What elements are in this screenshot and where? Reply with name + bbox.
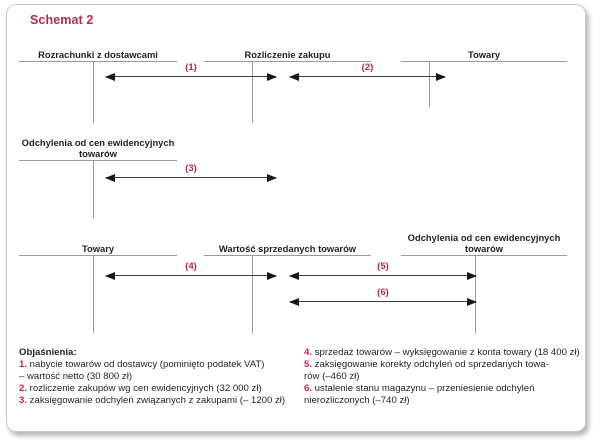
flow-arrow-6: (6) [289, 287, 477, 306]
t-account-odchylenia-2: Odchylenia od cen ewidencyjnych towarów [401, 232, 567, 333]
arrow-head-left-icon [289, 297, 299, 306]
t-account-top-rule [19, 255, 177, 256]
t-account-stem [252, 61, 253, 123]
legend-item-text: – wartość netto (30 800 zł) [19, 370, 133, 382]
legend-item: 5. zaksięgowanie korekty odchyleń od spr… [304, 359, 584, 371]
legend-item: 6. ustalenie stanu magazynu – przeniesie… [304, 383, 584, 395]
flow-label: (6) [377, 287, 389, 298]
legend-item: 1. nabycie towarów od dostawcy (pominięt… [19, 359, 309, 371]
legend-item-text: rozliczenie zakupów wg cen ewidencyjnych… [27, 382, 262, 394]
t-account-stem [93, 61, 94, 123]
t-account-towary-1: Towary [401, 49, 567, 107]
flow-arrow-4: (4) [105, 261, 277, 280]
legend-item-number: 1. [19, 359, 28, 370]
legend-item: nierozliczonych (–740 zł) [304, 395, 584, 407]
legend-item: rów (–460 zł) [304, 371, 584, 383]
page-title: Schemat 2 [30, 13, 94, 27]
arrow-head-right-icon [267, 72, 277, 81]
flow-label: (4) [185, 261, 197, 272]
t-account-top-rule [401, 255, 567, 256]
legend-item: – wartość netto (30 800 zł) [19, 371, 309, 383]
legend-column-right: 4. sprzedaż towarów – wyksięgowanie z ko… [304, 347, 584, 407]
flow-arrow-2: (2) [289, 62, 446, 81]
arrow-head-left-icon [289, 72, 299, 81]
legend-item-text: zaksięgowanie korekty odchyleń od sprzed… [312, 358, 549, 370]
t-account-wartosc-sprzedanych-towarow: Wartość sprzedanych towarów [204, 243, 371, 333]
t-account-header: Odchylenia od cen ewidencyjnych towarów [21, 136, 175, 160]
arrow-head-right-icon [467, 297, 477, 306]
arrow-head-right-icon [436, 72, 446, 81]
legend-item-number: 3. [19, 394, 28, 406]
t-account-rozrachunki-z-dostawcami: Rozrachunki z dostawcami [19, 49, 177, 123]
arrow-head-left-icon [289, 271, 299, 280]
t-account-stem [93, 255, 94, 333]
legend-item-number: 5. [304, 358, 313, 370]
legend-item-number: 4. [304, 347, 313, 358]
arrow-head-right-icon [267, 173, 277, 182]
arrow-head-right-icon [267, 271, 277, 280]
legend-item-text: zaksięgowanie odchyleń związanych z zaku… [27, 394, 286, 406]
t-account-towary-2: Towary [19, 243, 177, 333]
t-account-stem [93, 160, 94, 218]
flow-label: (1) [185, 62, 197, 73]
legend-item-text: rów (–460 zł) [304, 370, 360, 382]
flow-label: (3) [185, 163, 197, 174]
t-account-header: Rozrachunki z dostawcami [38, 49, 158, 61]
flow-arrow-3: (3) [105, 163, 277, 182]
legend-column-left: Objaśnienia: 1. nabycie towarów od dosta… [19, 347, 309, 407]
diagram-card: Schemat 2 Rozrachunki z dostawcami Rozli… [6, 4, 586, 432]
t-account-stem [475, 255, 476, 333]
legend-item-text: nierozliczonych (–740 zł) [304, 394, 410, 406]
t-account-rozliczenie-zakupu: Rozliczenie zakupu [204, 49, 371, 123]
legend-heading: Objaśnienia: [19, 347, 77, 358]
legend-item-number: 6. [304, 382, 313, 394]
t-account-top-rule [204, 255, 371, 256]
flow-arrow-5: (5) [289, 261, 477, 280]
t-account-odchylenia-1: Odchylenia od cen ewidencyjnych towarów [19, 137, 177, 218]
legend-item: 2. rozliczenie zakupów wg cen ewidencyjn… [19, 383, 309, 395]
legend-item-number: 2. [19, 382, 28, 394]
legend-item-text: sprzedaż towarów – wyksięgowanie z konta… [312, 347, 580, 358]
t-account-top-rule [401, 61, 567, 62]
t-account-top-rule [19, 160, 177, 161]
legend-item-text: ustalenie stanu magazynu – przeniesienie… [312, 382, 535, 394]
t-account-top-rule [19, 61, 177, 62]
arrow-head-left-icon [105, 72, 115, 81]
arrow-head-left-icon [105, 271, 115, 280]
flow-arrow-1: (1) [105, 62, 277, 81]
t-account-header: Wartość sprzedanych towarów [218, 243, 357, 255]
t-account-header: Odchylenia od cen ewidencyjnych towarów [407, 231, 561, 255]
flow-label: (2) [361, 62, 374, 73]
legend-item: 4. sprzedaż towarów – wyksięgowanie z ko… [304, 347, 584, 359]
t-account-header: Towary [81, 243, 115, 255]
t-account-stem [252, 255, 253, 333]
legend-item-text: nabycie towarów od dostawcy (pominięto p… [27, 359, 265, 370]
t-account-header: Rozliczenie zakupu [244, 49, 331, 61]
arrow-head-right-icon [467, 271, 477, 280]
flow-label: (5) [377, 261, 389, 272]
legend-item: 3. zaksięgowanie odchyleń związanych z z… [19, 395, 309, 407]
t-account-stem [429, 61, 430, 107]
arrow-head-left-icon [105, 173, 115, 182]
t-account-header: Towary [467, 49, 501, 61]
t-account-top-rule [204, 61, 371, 62]
